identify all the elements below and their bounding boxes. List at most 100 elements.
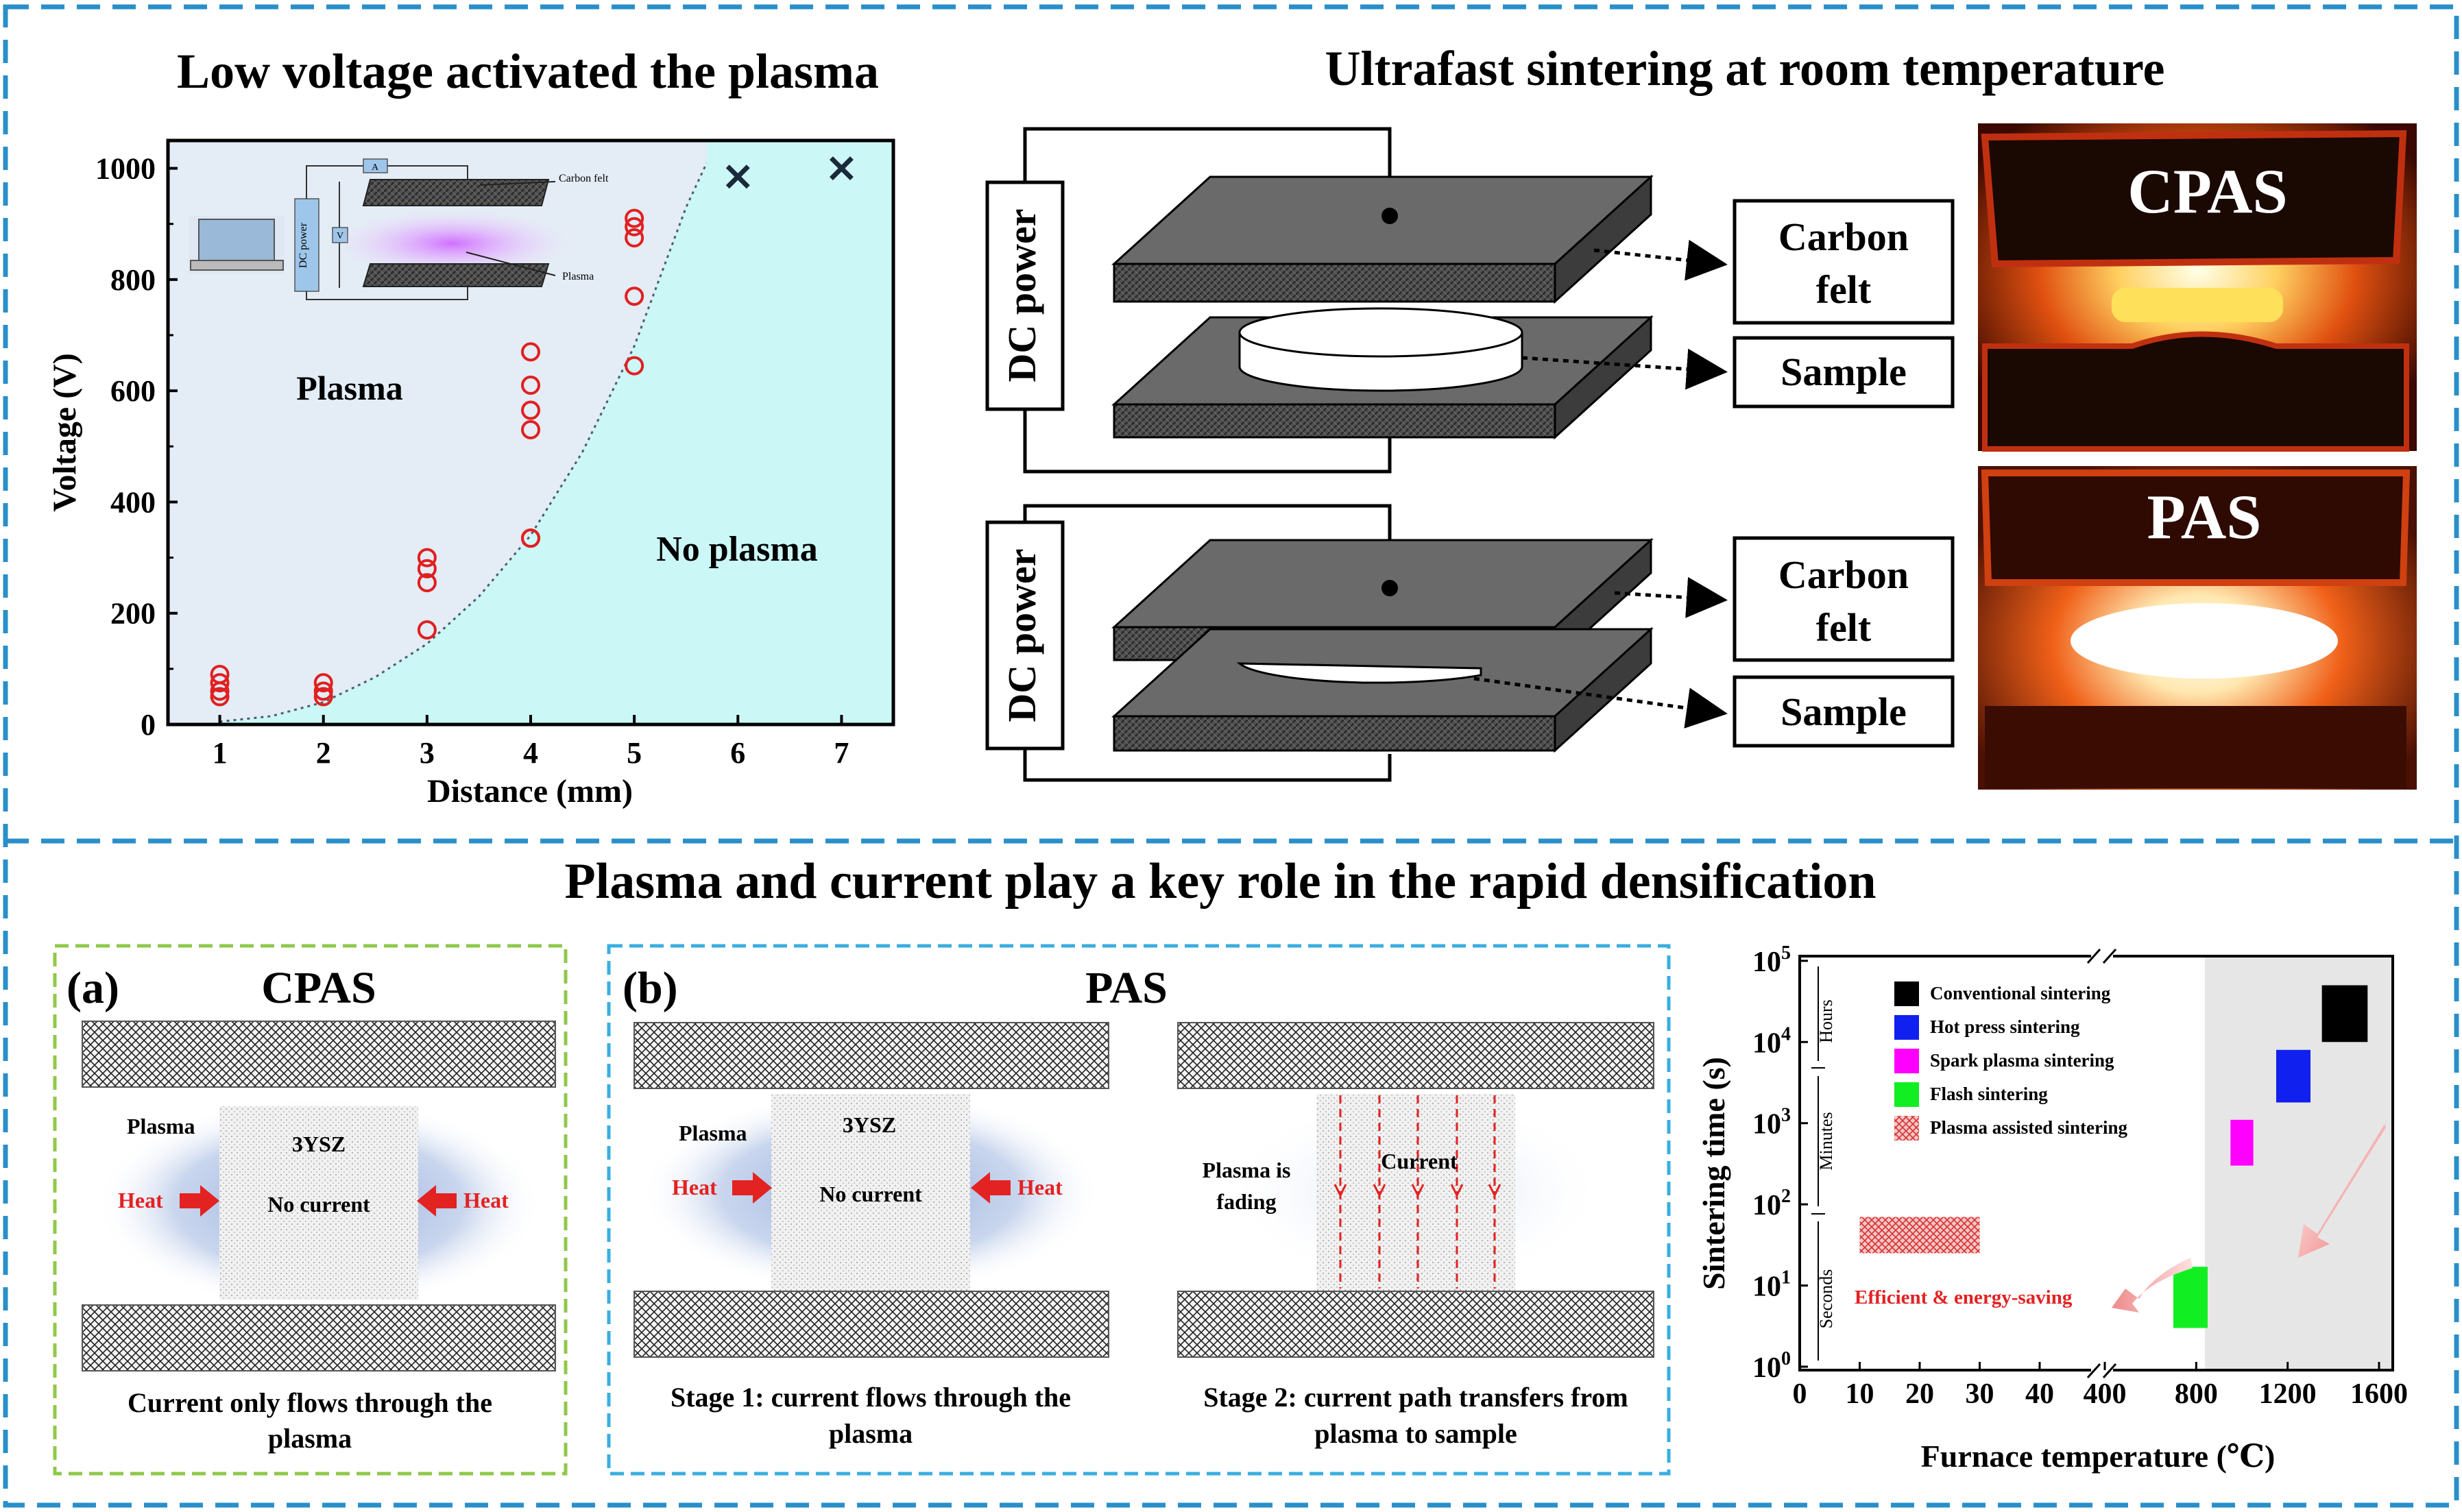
- panel-b-tag: (b): [623, 963, 678, 1013]
- svg-text:Conventional sintering: Conventional sintering: [1930, 983, 2111, 1003]
- panel-b: (b) PAS Plasma 3YSZ No current Heat Heat…: [607, 944, 1671, 1476]
- voltage-data-point: [417, 559, 437, 578]
- curved-arrow-icon: [2112, 1258, 2193, 1313]
- voltage-data-point: [417, 620, 437, 640]
- dc-power-box: [294, 198, 319, 292]
- voltage-data-point: [521, 528, 540, 548]
- voltage-data-point: [417, 548, 437, 568]
- heading-key-role: Plasma and current play a key role in th…: [564, 853, 1876, 910]
- sintering-bar-spark-plasma-sintering: [2230, 1119, 2254, 1166]
- svg-text:Carbon: Carbon: [1778, 215, 1909, 259]
- sintering-bar-hot-press-sintering: [2276, 1049, 2310, 1103]
- stage1-top-felt: [633, 1022, 1109, 1089]
- band-minutes: Minutes: [1816, 1112, 1836, 1170]
- voltage-marks: [210, 156, 854, 707]
- voltage-xtick-label: 2: [316, 736, 331, 770]
- sintering-bar-flash-sintering: [2173, 1267, 2208, 1328]
- voltage-data-point: [417, 573, 437, 593]
- heat-arrow-right-icon: [180, 1185, 219, 1217]
- sintering-ytick-label: 104: [1752, 1023, 1791, 1059]
- inset-plasma-glow: [336, 210, 569, 276]
- svg-text:Hot press sintering: Hot press sintering: [1930, 1016, 2080, 1037]
- stage1-caption-1: Stage 1: current flows through the: [671, 1382, 1071, 1413]
- photo-pas: PAS: [1978, 466, 2417, 790]
- label-box-sample-1: [1733, 336, 1955, 409]
- voltage-data-point: [210, 681, 230, 701]
- panel-b-title: PAS: [1085, 963, 1168, 1013]
- arrow-to-sample-1: [1521, 348, 1728, 390]
- label-box-sample-2: [1733, 675, 1955, 748]
- svg-text:A: A: [372, 162, 379, 173]
- voltage-data-point: [521, 419, 540, 439]
- stage2-caption-2: plasma to sample: [1314, 1418, 1517, 1449]
- photo-cpas: CPAS: [1978, 123, 2417, 452]
- stage2-caption-1: Stage 2: current path transfers from: [1203, 1382, 1628, 1413]
- heat-arrow-left-icon: [417, 1185, 457, 1217]
- legend-swatch-plasma-assisted: [1894, 1116, 1919, 1141]
- annotation-efficient: Efficient & energy-saving: [1855, 1287, 2073, 1308]
- sintering-ytick-label: 101: [1752, 1267, 1791, 1303]
- sintering-xtick-label: 10: [1846, 1378, 1874, 1410]
- sintering-legend: Conventional sintering Hot press sinteri…: [1894, 981, 2128, 1141]
- panel-a-top-felt: [82, 1021, 556, 1088]
- arrow-to-carbon-felt-1: [1593, 239, 1728, 281]
- band-seconds: Seconds: [1816, 1269, 1836, 1329]
- voltage-data-point: [521, 342, 540, 362]
- voltage-data-point: [313, 673, 333, 693]
- time-band-brackets: [1811, 966, 1825, 1361]
- label-box-carbon-felt-2: [1733, 536, 1955, 662]
- svg-text:Flash sintering: Flash sintering: [1930, 1084, 2048, 1104]
- svg-text:Spark plasma sintering: Spark plasma sintering: [1930, 1050, 2114, 1071]
- arrow-to-sample-2: [1473, 676, 1728, 729]
- voltage-data-point: [521, 376, 540, 395]
- inset-bottom-felt: [362, 263, 550, 287]
- voltage-data-point: [625, 286, 644, 306]
- stage1-3ysz-block: [771, 1094, 970, 1291]
- svg-text:Carbon felt: Carbon felt: [559, 173, 609, 184]
- sintering-xtick-label: 30: [1966, 1378, 1994, 1410]
- svg-text:No current: No current: [267, 1192, 370, 1217]
- sintering-ytick-label: 105: [1752, 942, 1791, 978]
- svg-text:Plasma: Plasma: [127, 1114, 195, 1138]
- inset-top-felt: [362, 179, 550, 206]
- svg-text:DC power: DC power: [1000, 209, 1044, 382]
- voltage-xtick-label: 3: [420, 736, 435, 770]
- voltage-ytick-label: 800: [110, 263, 156, 297]
- voltage-data-point: [313, 687, 333, 707]
- svg-text:Heat: Heat: [672, 1175, 717, 1199]
- legend-swatch-hot-press: [1894, 1015, 1919, 1040]
- voltage-data-point: [313, 681, 333, 701]
- stage1-caption-2: plasma: [829, 1418, 913, 1449]
- sintering-bars: [1859, 985, 2368, 1328]
- band-hours: Hours: [1816, 999, 1836, 1043]
- voltage-xtick-label: 7: [834, 736, 849, 770]
- sintering-ytick-label: 103: [1752, 1105, 1791, 1141]
- sintering-ytick-label: 102: [1752, 1186, 1791, 1221]
- panel-a-caption-2: plasma: [268, 1423, 352, 1454]
- svg-text:felt: felt: [1816, 267, 1872, 312]
- voltage-xlabel: Distance (mm): [427, 773, 633, 809]
- voltage-data-point: [625, 208, 644, 228]
- label-box-carbon-felt-1: [1733, 199, 1955, 325]
- voltage-ytick-label: 1000: [95, 152, 156, 186]
- inset-carbon-felt-label: Carbon felt: [559, 173, 609, 184]
- arrow-to-carbon-felt-2: [1614, 576, 1728, 618]
- heat-arrow-right-icon: [732, 1172, 772, 1204]
- plasma-boundary-curve: [219, 162, 708, 723]
- svg-text:felt: felt: [1816, 605, 1872, 650]
- dc-power-box-1: [985, 180, 1065, 411]
- svg-text:Sample: Sample: [1781, 350, 1907, 394]
- sintering-ytick-label: 100: [1752, 1348, 1791, 1384]
- svg-text:Heat: Heat: [1017, 1175, 1063, 1199]
- panel-b-border: [607, 944, 1671, 1476]
- svg-text:Plasma: Plasma: [679, 1121, 747, 1145]
- svg-text:Heat: Heat: [118, 1188, 163, 1212]
- trend-arrow-icon: [2298, 1124, 2386, 1258]
- panel-a-title: CPAS: [261, 963, 376, 1013]
- svg-text:Current: Current: [1381, 1149, 1458, 1173]
- voltage-data-point: [625, 228, 644, 247]
- svg-text:DC power: DC power: [1000, 549, 1044, 722]
